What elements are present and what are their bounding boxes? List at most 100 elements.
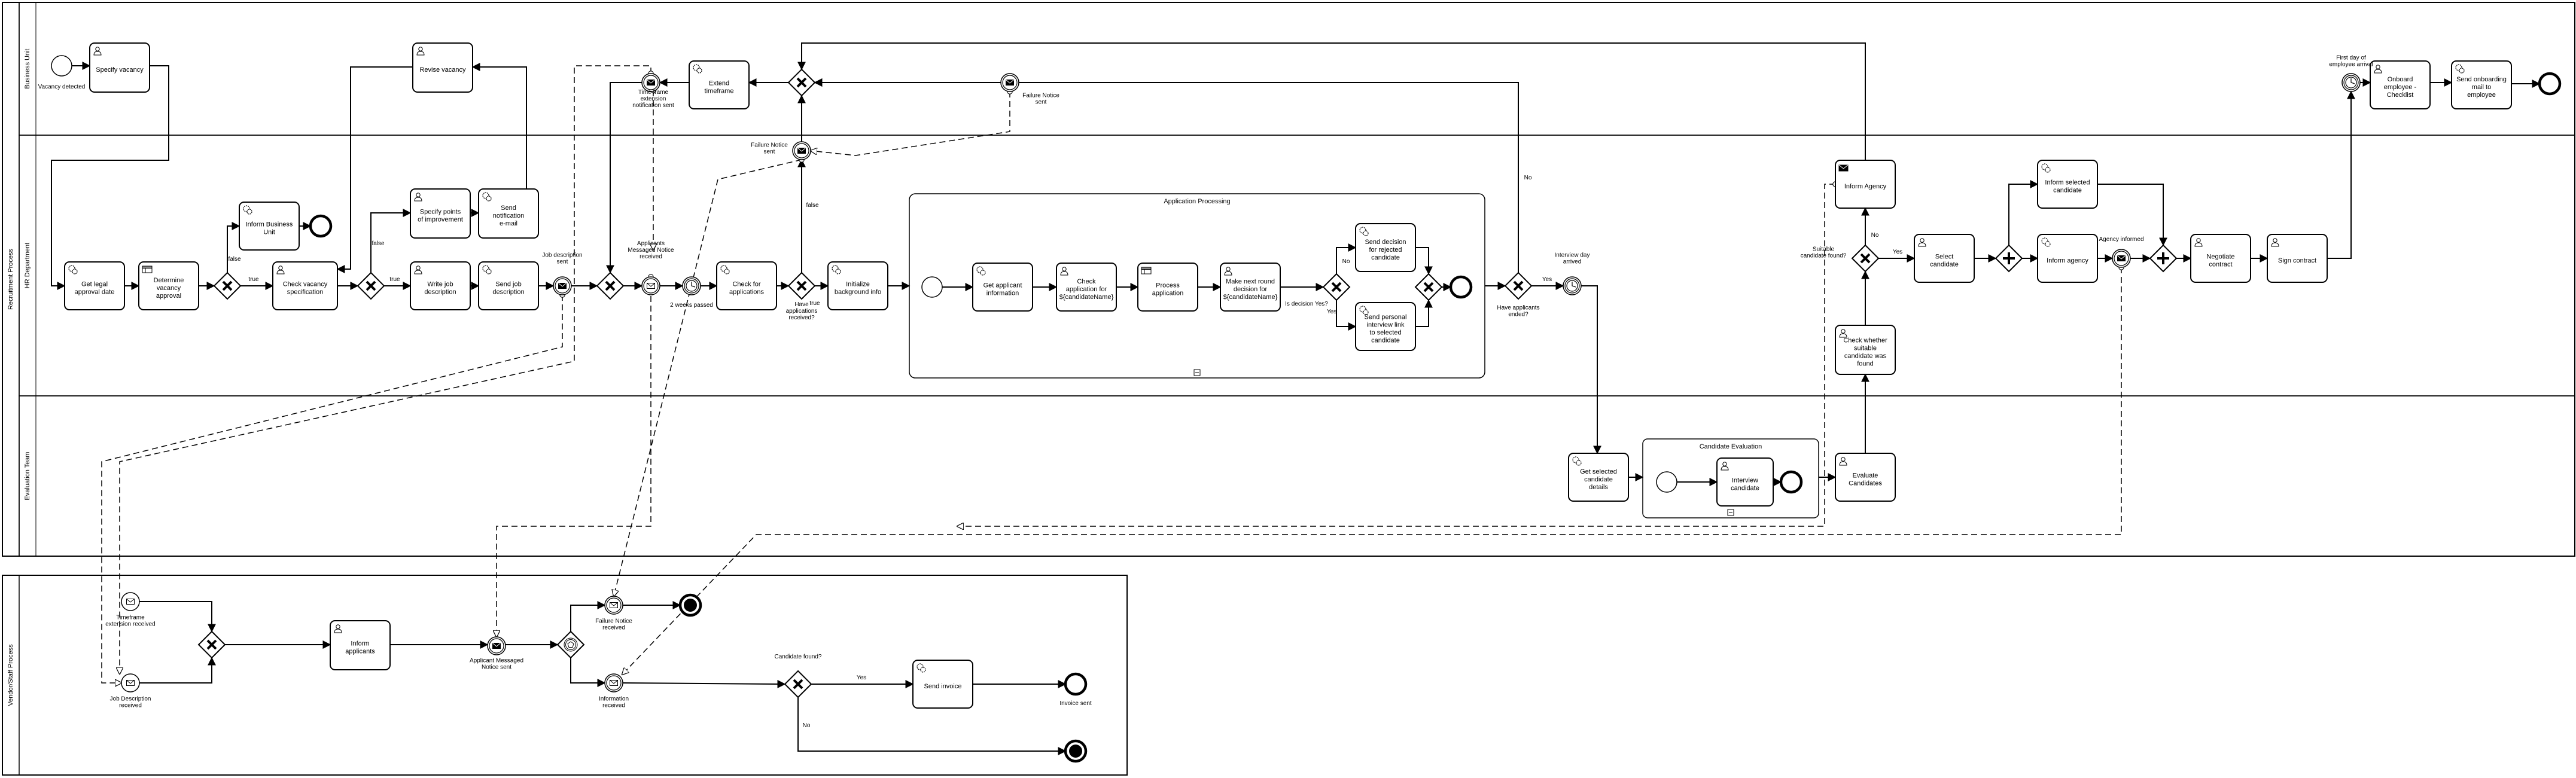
gateway-g_approval[interactable] xyxy=(213,271,242,300)
task-box[interactable] xyxy=(1137,263,1198,312)
task-box[interactable] xyxy=(1568,453,1629,502)
task-box[interactable] xyxy=(2037,160,2098,209)
gateway-g_dmerge[interactable] xyxy=(1414,273,1443,301)
task-box[interactable] xyxy=(2451,60,2512,109)
task-box[interactable] xyxy=(64,261,125,310)
event-e_invoice_end[interactable]: Invoice sent xyxy=(1059,672,1092,707)
gateway-diamond[interactable] xyxy=(556,630,585,659)
event-e_vac[interactable]: Vacancy detected xyxy=(38,55,86,90)
gateway-g_par2[interactable] xyxy=(2149,244,2178,273)
gateway-g_merge1[interactable] xyxy=(596,271,625,300)
task-box[interactable] xyxy=(2190,234,2251,283)
end-event-icon[interactable] xyxy=(309,214,333,238)
task-box[interactable] xyxy=(412,42,473,93)
gateway-g_vmerge[interactable] xyxy=(197,630,226,659)
task-sign[interactable]: Sign contract xyxy=(2267,234,2328,283)
event-e_v_end2[interactable] xyxy=(1064,739,1088,763)
task-box[interactable] xyxy=(1355,223,1416,272)
event-e_agency_inf[interactable]: Agency informed xyxy=(2099,236,2144,268)
task-box[interactable] xyxy=(410,188,471,239)
event-e_inform_bu_end[interactable] xyxy=(309,214,333,238)
task-box[interactable] xyxy=(827,261,888,310)
task-revise_vac[interactable]: Revise vacancy xyxy=(412,42,473,93)
task-box[interactable] xyxy=(1914,234,1975,283)
gateway-g_check[interactable] xyxy=(357,271,385,300)
task-box[interactable] xyxy=(1716,457,1774,507)
event-e_app_start[interactable] xyxy=(921,276,943,298)
task-box[interactable] xyxy=(478,261,539,310)
start-event-icon[interactable] xyxy=(1656,471,1677,493)
end-event-icon[interactable] xyxy=(1064,672,1088,696)
end-event-icon[interactable] xyxy=(1449,275,1473,299)
task-box[interactable] xyxy=(2267,234,2328,283)
task-inform_agency[interactable]: Inform Agency xyxy=(1835,160,1896,209)
event-e_fail_end[interactable] xyxy=(678,593,702,617)
task-box[interactable] xyxy=(1835,325,1896,375)
task-send_invoice[interactable]: Send invoice xyxy=(912,660,973,709)
task-spec_vac[interactable]: Specify vacancy xyxy=(89,42,150,93)
task-box[interactable] xyxy=(2370,60,2431,109)
gateway-g_event[interactable] xyxy=(556,630,585,659)
event-e_ce_start[interactable] xyxy=(1656,471,1677,493)
task-box[interactable] xyxy=(239,202,300,251)
task-box[interactable] xyxy=(1355,302,1416,351)
gateway-g_ext[interactable] xyxy=(787,68,816,97)
task-box[interactable] xyxy=(1056,263,1117,312)
task-box[interactable] xyxy=(410,261,471,310)
end-event-icon[interactable] xyxy=(1779,470,1803,494)
task-box[interactable] xyxy=(912,660,973,709)
event-e_bu_end[interactable] xyxy=(2538,72,2562,96)
task-box[interactable] xyxy=(138,261,199,310)
task-box[interactable] xyxy=(689,60,750,109)
task-inform_ag2[interactable]: Inform agency xyxy=(2037,234,2098,283)
gateway-g_decision[interactable]: Is decision Yes? xyxy=(1285,273,1351,307)
task-box[interactable] xyxy=(330,620,391,670)
end-event-icon[interactable] xyxy=(2538,72,2562,96)
task-box[interactable] xyxy=(972,263,1033,312)
start-event-icon[interactable] xyxy=(51,55,72,77)
task-box[interactable] xyxy=(89,42,150,93)
task-box[interactable] xyxy=(1220,263,1281,312)
gateway-g_par1[interactable] xyxy=(1995,244,2023,273)
task-box[interactable] xyxy=(272,261,338,310)
